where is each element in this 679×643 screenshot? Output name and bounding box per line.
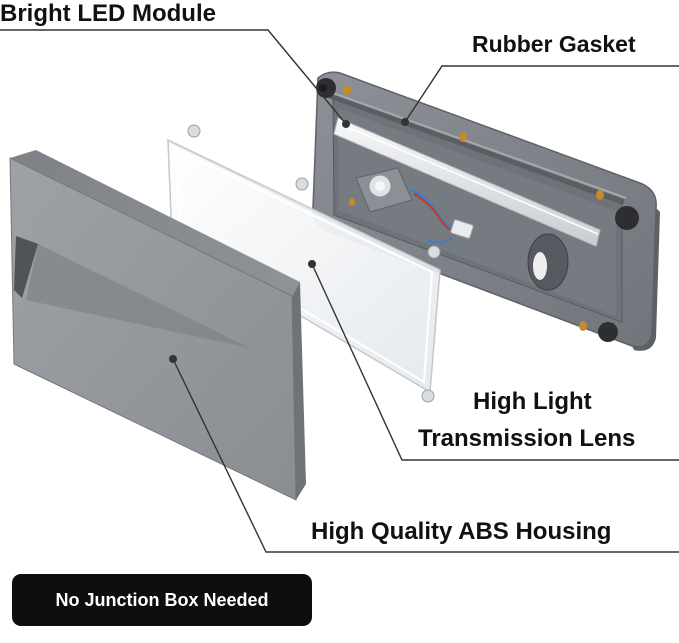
rubber-gasket — [329, 91, 627, 205]
wire-connector — [411, 188, 474, 244]
leader-lens — [311, 263, 679, 461]
label-rubber-gasket: Rubber Gasket — [472, 31, 636, 57]
lens-screws — [187, 124, 441, 403]
label-led-module: Bright LED Module — [0, 0, 216, 27]
adjuster-knob — [527, 233, 569, 291]
label-lens-line2: Transmission Lens — [418, 425, 636, 452]
junction-box-badge: No Junction Box Needed — [12, 574, 312, 626]
leader-dots — [169, 118, 409, 363]
screw-inserts — [343, 85, 604, 331]
leader-gasket — [404, 65, 679, 123]
label-abs-housing: High Quality ABS Housing — [311, 518, 612, 545]
leader-abs — [172, 358, 679, 553]
leader-lines — [0, 29, 679, 553]
abs-housing — [9, 150, 306, 501]
label-lens-line1: High Light — [473, 388, 592, 415]
motion-sensor — [355, 167, 413, 213]
transmission-lens — [167, 124, 441, 403]
led-strip — [333, 117, 601, 247]
leader-led — [0, 29, 347, 125]
badge-text: No Junction Box Needed — [55, 589, 269, 610]
